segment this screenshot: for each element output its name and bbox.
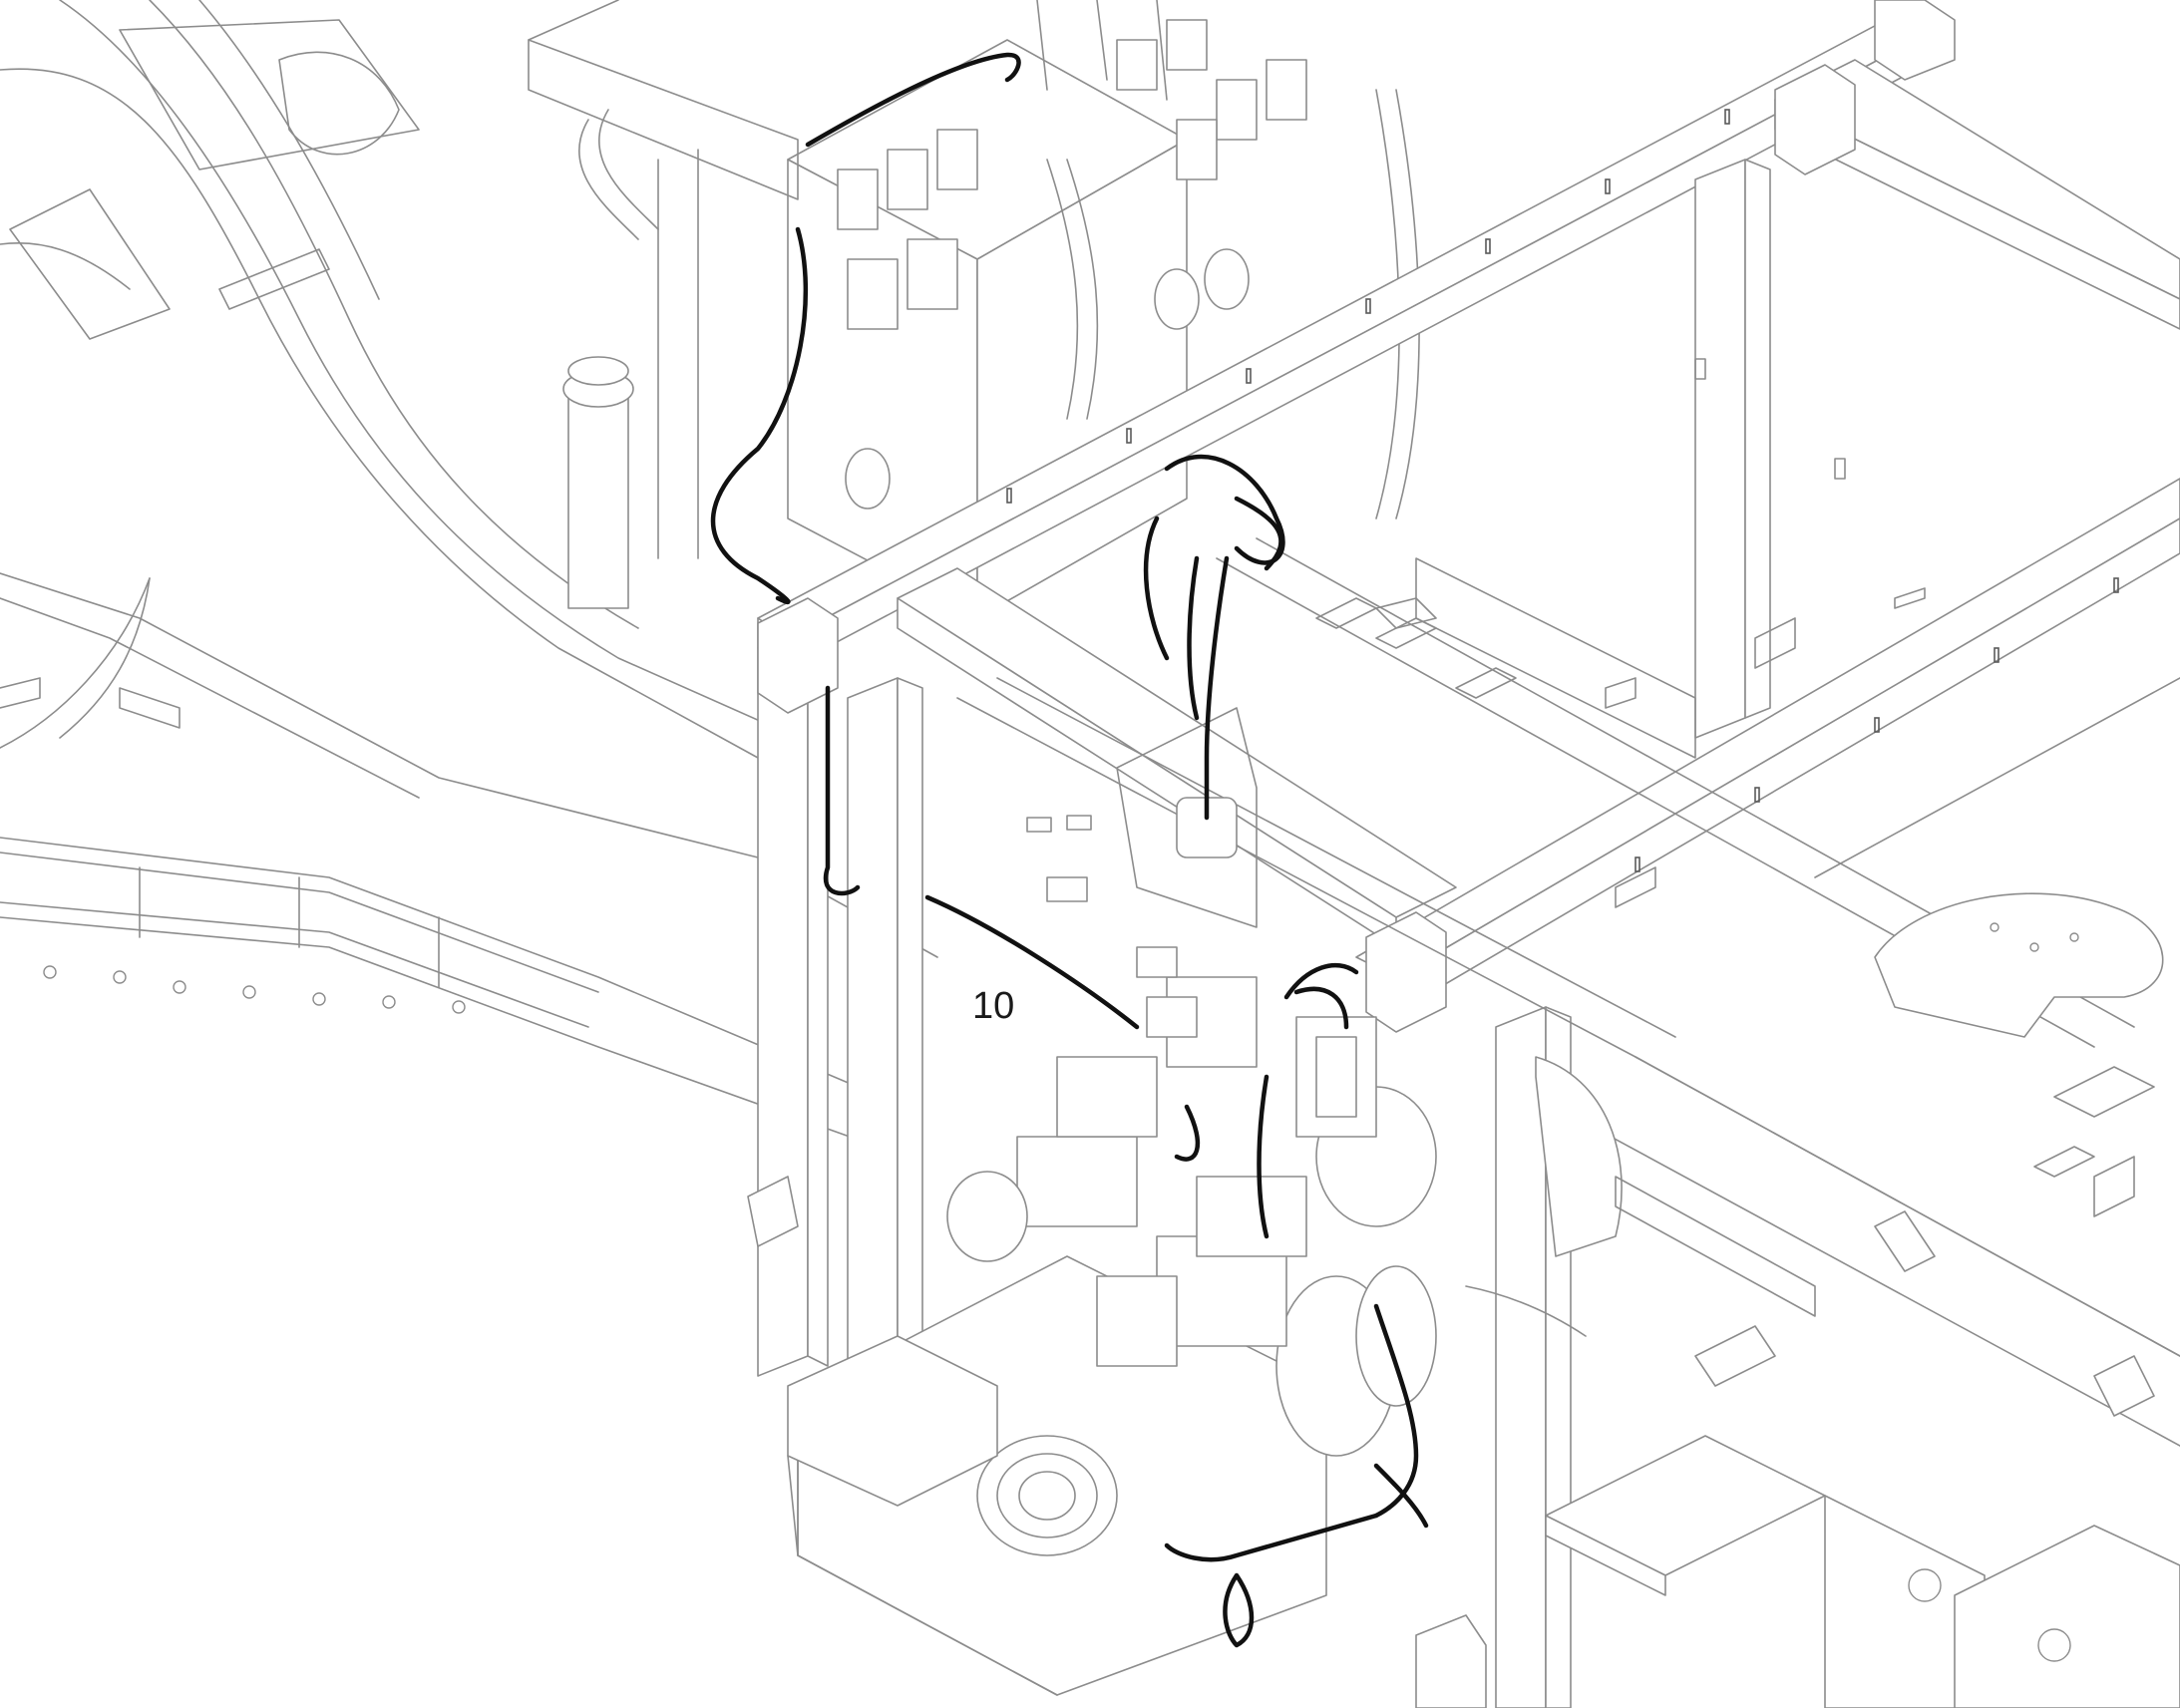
lower-base-bracket [747, 1176, 1487, 1708]
wiring-harness-10 [710, 52, 1429, 1648]
background-detail-lines [1375, 358, 2155, 1387]
left-curved-chassis-arm [0, 0, 799, 759]
beam-mounting-slots [1006, 109, 2119, 872]
main-rectangular-frame [757, 0, 2180, 1708]
callout-label-10: 10 [972, 985, 1015, 1027]
solenoid-valve-row [837, 19, 1307, 510]
right-floor-platforms [1545, 677, 2180, 1708]
left-lower-frame-beam [0, 572, 938, 1148]
